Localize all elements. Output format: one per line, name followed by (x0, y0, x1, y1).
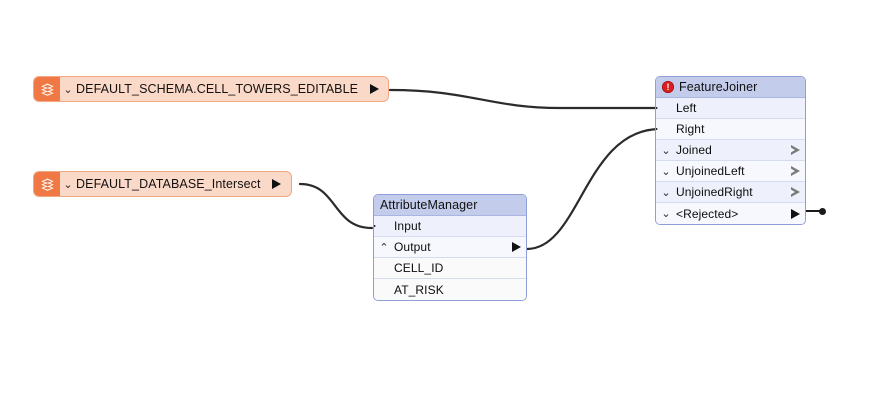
input-arrow-icon (656, 103, 658, 113)
chevron-down-icon[interactable]: ⌄ (661, 143, 671, 157)
rejected-stub-line (806, 210, 821, 212)
port-row-unjoined-left[interactable]: ⌄ UnjoinedLeft (656, 161, 805, 182)
attribute-label: CELL_ID (394, 261, 444, 275)
output-port-arrow[interactable] (790, 140, 800, 160)
layers-icon (34, 172, 60, 196)
port-row-rejected[interactable]: ⌄ <Rejected> (656, 203, 805, 224)
wire-output-to-right (525, 127, 662, 251)
rejected-stub-terminator[interactable] (819, 208, 826, 215)
port-label: Joined (676, 143, 712, 157)
node-title: FeatureJoiner (679, 80, 758, 94)
collapse-chevron-icon[interactable]: ⌄ (63, 177, 73, 191)
port-row-right[interactable]: Right (656, 119, 805, 140)
node-feature-joiner[interactable]: ! FeatureJoiner Left Right ⌄ Joined ⌄ Un… (655, 76, 806, 225)
reader-label: DEFAULT_DATABASE_Intersect (76, 177, 261, 191)
reader-node-intersect[interactable]: ⌄ DEFAULT_DATABASE_Intersect (33, 171, 292, 197)
collapse-chevron-icon[interactable]: ⌄ (63, 82, 73, 96)
port-row-unjoined-right[interactable]: ⌄ UnjoinedRight (656, 182, 805, 203)
input-arrow-icon (656, 124, 658, 134)
port-row-input[interactable]: Input (374, 216, 526, 237)
output-port-arrow[interactable] (364, 77, 388, 101)
attribute-label: AT_RISK (394, 282, 444, 297)
port-label: UnjoinedLeft (676, 164, 745, 178)
node-header[interactable]: AttributeManager (374, 195, 526, 216)
node-header[interactable]: ! FeatureJoiner (656, 77, 805, 98)
output-port-arrow[interactable] (790, 161, 800, 181)
port-label: UnjoinedRight (676, 185, 753, 199)
port-row-left[interactable]: Left (656, 98, 805, 119)
caret-up-icon[interactable]: ⌃ (379, 240, 389, 254)
error-icon[interactable]: ! (662, 81, 674, 93)
chevron-down-icon[interactable]: ⌄ (661, 207, 671, 220)
chevron-down-icon[interactable]: ⌄ (661, 164, 671, 178)
output-port-arrow[interactable] (512, 237, 521, 257)
input-arrow-icon (374, 221, 376, 231)
attribute-row-cell-id[interactable]: CELL_ID (374, 258, 526, 279)
output-port-arrow[interactable] (791, 203, 800, 224)
port-label: <Rejected> (676, 206, 739, 221)
port-label: Left (676, 101, 697, 115)
reader-node-cell-towers[interactable]: ⌄ DEFAULT_SCHEMA.CELL_TOWERS_EDITABLE (33, 76, 390, 102)
layers-icon (34, 77, 60, 101)
chevron-down-icon[interactable]: ⌄ (661, 185, 671, 199)
port-row-joined[interactable]: ⌄ Joined (656, 140, 805, 161)
port-label: Input (394, 219, 422, 233)
node-attribute-manager[interactable]: AttributeManager Input ⌃ Output CELL_ID … (373, 194, 527, 301)
wire-cell-towers-to-left (388, 88, 662, 110)
output-port-arrow[interactable] (267, 172, 291, 196)
port-row-output[interactable]: ⌃ Output (374, 237, 526, 258)
reader-label: DEFAULT_SCHEMA.CELL_TOWERS_EDITABLE (76, 82, 359, 96)
wire-intersect-to-input (298, 182, 374, 230)
node-title: AttributeManager (380, 198, 478, 212)
port-label: Output (394, 240, 431, 254)
output-port-arrow[interactable] (790, 182, 800, 202)
attribute-row-at-risk[interactable]: AT_RISK (374, 279, 526, 300)
port-label: Right (676, 122, 705, 136)
